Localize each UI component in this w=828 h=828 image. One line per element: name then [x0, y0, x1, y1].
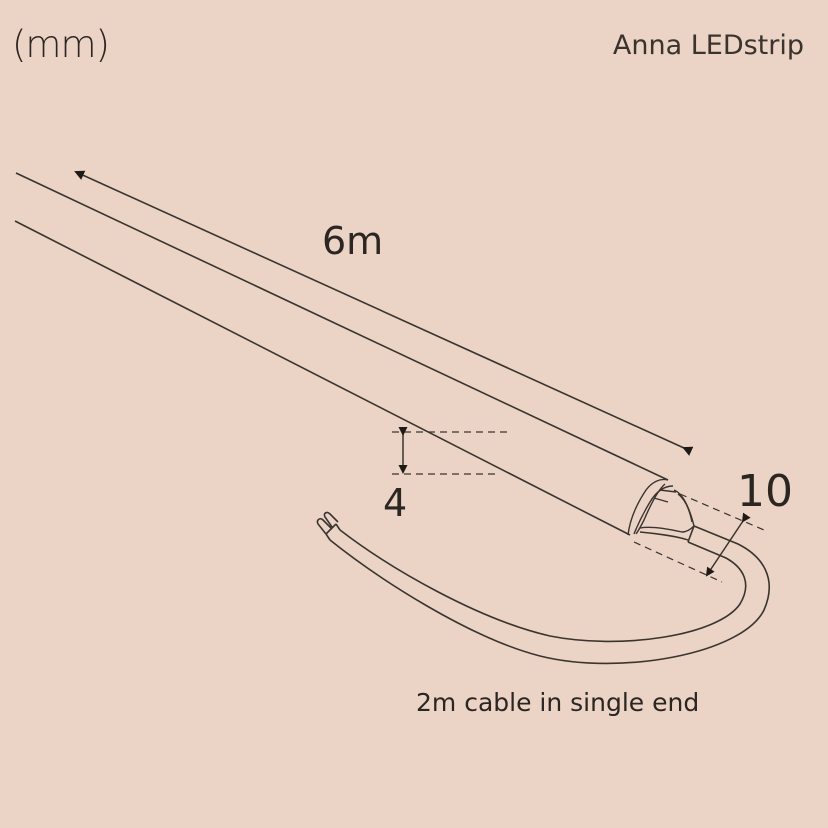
cable-end	[325, 523, 341, 541]
width-dimension	[633, 493, 765, 583]
unit-label: (mm)	[12, 23, 110, 66]
brand-label: Anna LEDstrip	[612, 30, 804, 61]
wire-core-1	[316, 517, 332, 535]
height-dimension	[392, 427, 508, 475]
strip-bottom-edge	[14, 220, 631, 536]
length-dimension-arrow	[74, 170, 694, 456]
width-dashed-bottom	[633, 541, 723, 583]
width-label: 10	[737, 466, 793, 517]
cable-sleeve	[329, 525, 770, 665]
length-label: 6m	[322, 219, 384, 263]
width-dimension-arrow	[705, 512, 751, 577]
end-cap	[627, 478, 695, 541]
height-label: 4	[383, 481, 408, 525]
cable-label: 2m cable in single end	[416, 688, 700, 717]
cable-sleeve-inner	[339, 529, 747, 643]
wire-core-2	[323, 511, 339, 528]
cable	[316, 511, 770, 665]
